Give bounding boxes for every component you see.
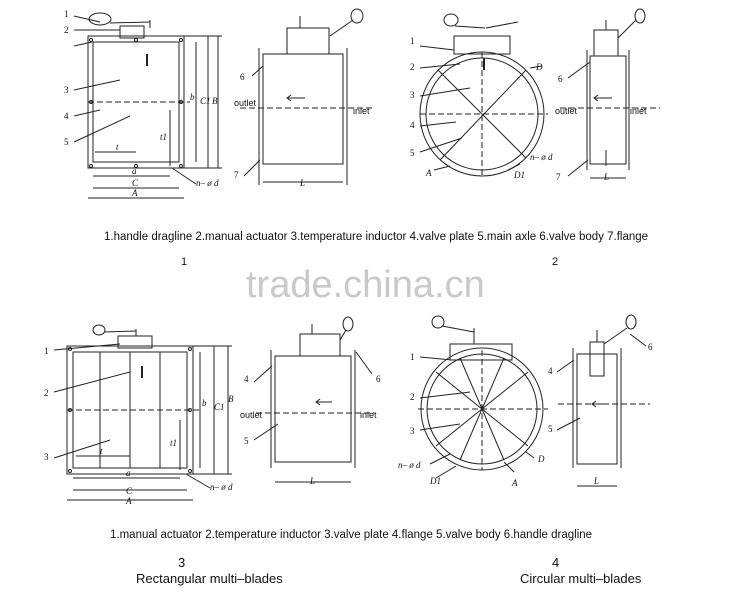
svg-text:L: L bbox=[593, 476, 599, 486]
svg-text:5: 5 bbox=[244, 436, 249, 446]
svg-text:L: L bbox=[603, 172, 609, 182]
svg-text:inlet: inlet bbox=[353, 106, 370, 116]
svg-text:1: 1 bbox=[410, 352, 415, 362]
svg-text:C: C bbox=[126, 486, 133, 496]
svg-text:5: 5 bbox=[410, 148, 415, 158]
svg-text:outlet: outlet bbox=[555, 106, 578, 116]
figure-2-number: 2 bbox=[552, 256, 559, 268]
svg-text:outlet: outlet bbox=[240, 410, 263, 420]
svg-text:n– ø d: n– ø d bbox=[196, 178, 219, 188]
svg-text:5: 5 bbox=[64, 137, 69, 147]
svg-text:A: A bbox=[511, 478, 518, 488]
figure-3-side-view bbox=[253, 316, 374, 483]
svg-text:n– ø d: n– ø d bbox=[210, 482, 233, 492]
svg-text:7: 7 bbox=[556, 172, 561, 182]
svg-text:3: 3 bbox=[64, 85, 69, 95]
figure-3-labels: 1 2 3 A C a t b C1 B t1 n– ø d 4 5 6 out… bbox=[44, 346, 381, 506]
svg-text:D1: D1 bbox=[429, 476, 441, 486]
svg-text:2: 2 bbox=[410, 392, 415, 402]
svg-text:3: 3 bbox=[410, 90, 415, 100]
svg-text:C1: C1 bbox=[214, 402, 225, 412]
figure-1-front-view bbox=[73, 12, 222, 199]
svg-text:A: A bbox=[125, 496, 132, 506]
svg-text:6: 6 bbox=[240, 72, 245, 82]
svg-text:7: 7 bbox=[234, 170, 239, 180]
figure-3-title: Rectangular multi–blades bbox=[136, 571, 283, 586]
caption-top: 1.handle dragline 2.manual actuator 3.te… bbox=[104, 231, 649, 243]
svg-text:outlet: outlet bbox=[234, 98, 257, 108]
svg-text:t1: t1 bbox=[170, 438, 177, 448]
svg-text:4: 4 bbox=[64, 111, 69, 121]
svg-text:C: C bbox=[132, 178, 139, 188]
svg-text:5: 5 bbox=[548, 424, 553, 434]
figure-3-number: 3 bbox=[178, 555, 186, 570]
svg-text:L: L bbox=[299, 178, 305, 188]
svg-text:3: 3 bbox=[44, 452, 49, 462]
svg-text:inlet: inlet bbox=[360, 410, 377, 420]
svg-text:B: B bbox=[212, 96, 218, 106]
svg-text:inlet: inlet bbox=[630, 106, 647, 116]
svg-text:4: 4 bbox=[548, 366, 553, 376]
figure-4-labels: 1 2 3 n– ø d D1 A D 4 5 6 L bbox=[398, 342, 653, 488]
svg-text:2: 2 bbox=[410, 62, 415, 72]
svg-text:t: t bbox=[116, 142, 119, 152]
svg-text:6: 6 bbox=[648, 342, 653, 352]
svg-text:2: 2 bbox=[44, 388, 49, 398]
svg-text:1: 1 bbox=[410, 36, 415, 46]
svg-text:B: B bbox=[228, 394, 234, 404]
svg-text:b: b bbox=[202, 398, 207, 408]
svg-text:L: L bbox=[309, 476, 315, 486]
figure-1-labels: 1 2 3 4 5 A C a t b C1 B t1 n– ø d 6 7 o… bbox=[64, 9, 370, 198]
figure-1-side-view bbox=[240, 8, 372, 185]
figure-4-side-view bbox=[556, 314, 650, 487]
figure-4-number: 4 bbox=[552, 555, 560, 570]
svg-text:6: 6 bbox=[376, 374, 381, 384]
svg-text:a: a bbox=[132, 166, 137, 176]
svg-text:A: A bbox=[131, 188, 138, 198]
svg-text:4: 4 bbox=[410, 120, 415, 130]
svg-text:1: 1 bbox=[44, 346, 49, 356]
figure-3-front-view bbox=[53, 324, 232, 501]
figure-2-side-view bbox=[560, 8, 660, 179]
svg-text:6: 6 bbox=[558, 74, 563, 84]
figure-1-number: 1 bbox=[181, 256, 188, 268]
svg-text:3: 3 bbox=[410, 426, 415, 436]
svg-text:D1: D1 bbox=[513, 170, 525, 180]
watermark: trade.china.cn bbox=[246, 264, 485, 306]
svg-text:1: 1 bbox=[64, 9, 69, 19]
figure-4-title: Circular multi–blades bbox=[520, 571, 642, 586]
figure-2-labels: 1 2 3 4 5 A D D1 n– ø d 6 7 outlet inlet… bbox=[410, 36, 647, 182]
svg-text:b: b bbox=[190, 92, 195, 102]
svg-text:t1: t1 bbox=[160, 132, 167, 142]
caption-bottom: 1.manual actuator 2.temperature inductor… bbox=[110, 529, 593, 541]
svg-text:A: A bbox=[425, 168, 432, 178]
svg-text:D: D bbox=[535, 62, 543, 72]
figure-4-front-view bbox=[418, 315, 548, 479]
figure-2-front-view bbox=[419, 13, 548, 178]
svg-text:n– ø d: n– ø d bbox=[398, 460, 421, 470]
svg-text:4: 4 bbox=[244, 374, 249, 384]
svg-text:a: a bbox=[126, 468, 131, 478]
svg-text:C1: C1 bbox=[200, 96, 211, 106]
svg-text:t: t bbox=[100, 446, 103, 456]
svg-text:2: 2 bbox=[64, 25, 69, 35]
svg-text:D: D bbox=[537, 454, 545, 464]
svg-text:n– ø d: n– ø d bbox=[530, 152, 553, 162]
